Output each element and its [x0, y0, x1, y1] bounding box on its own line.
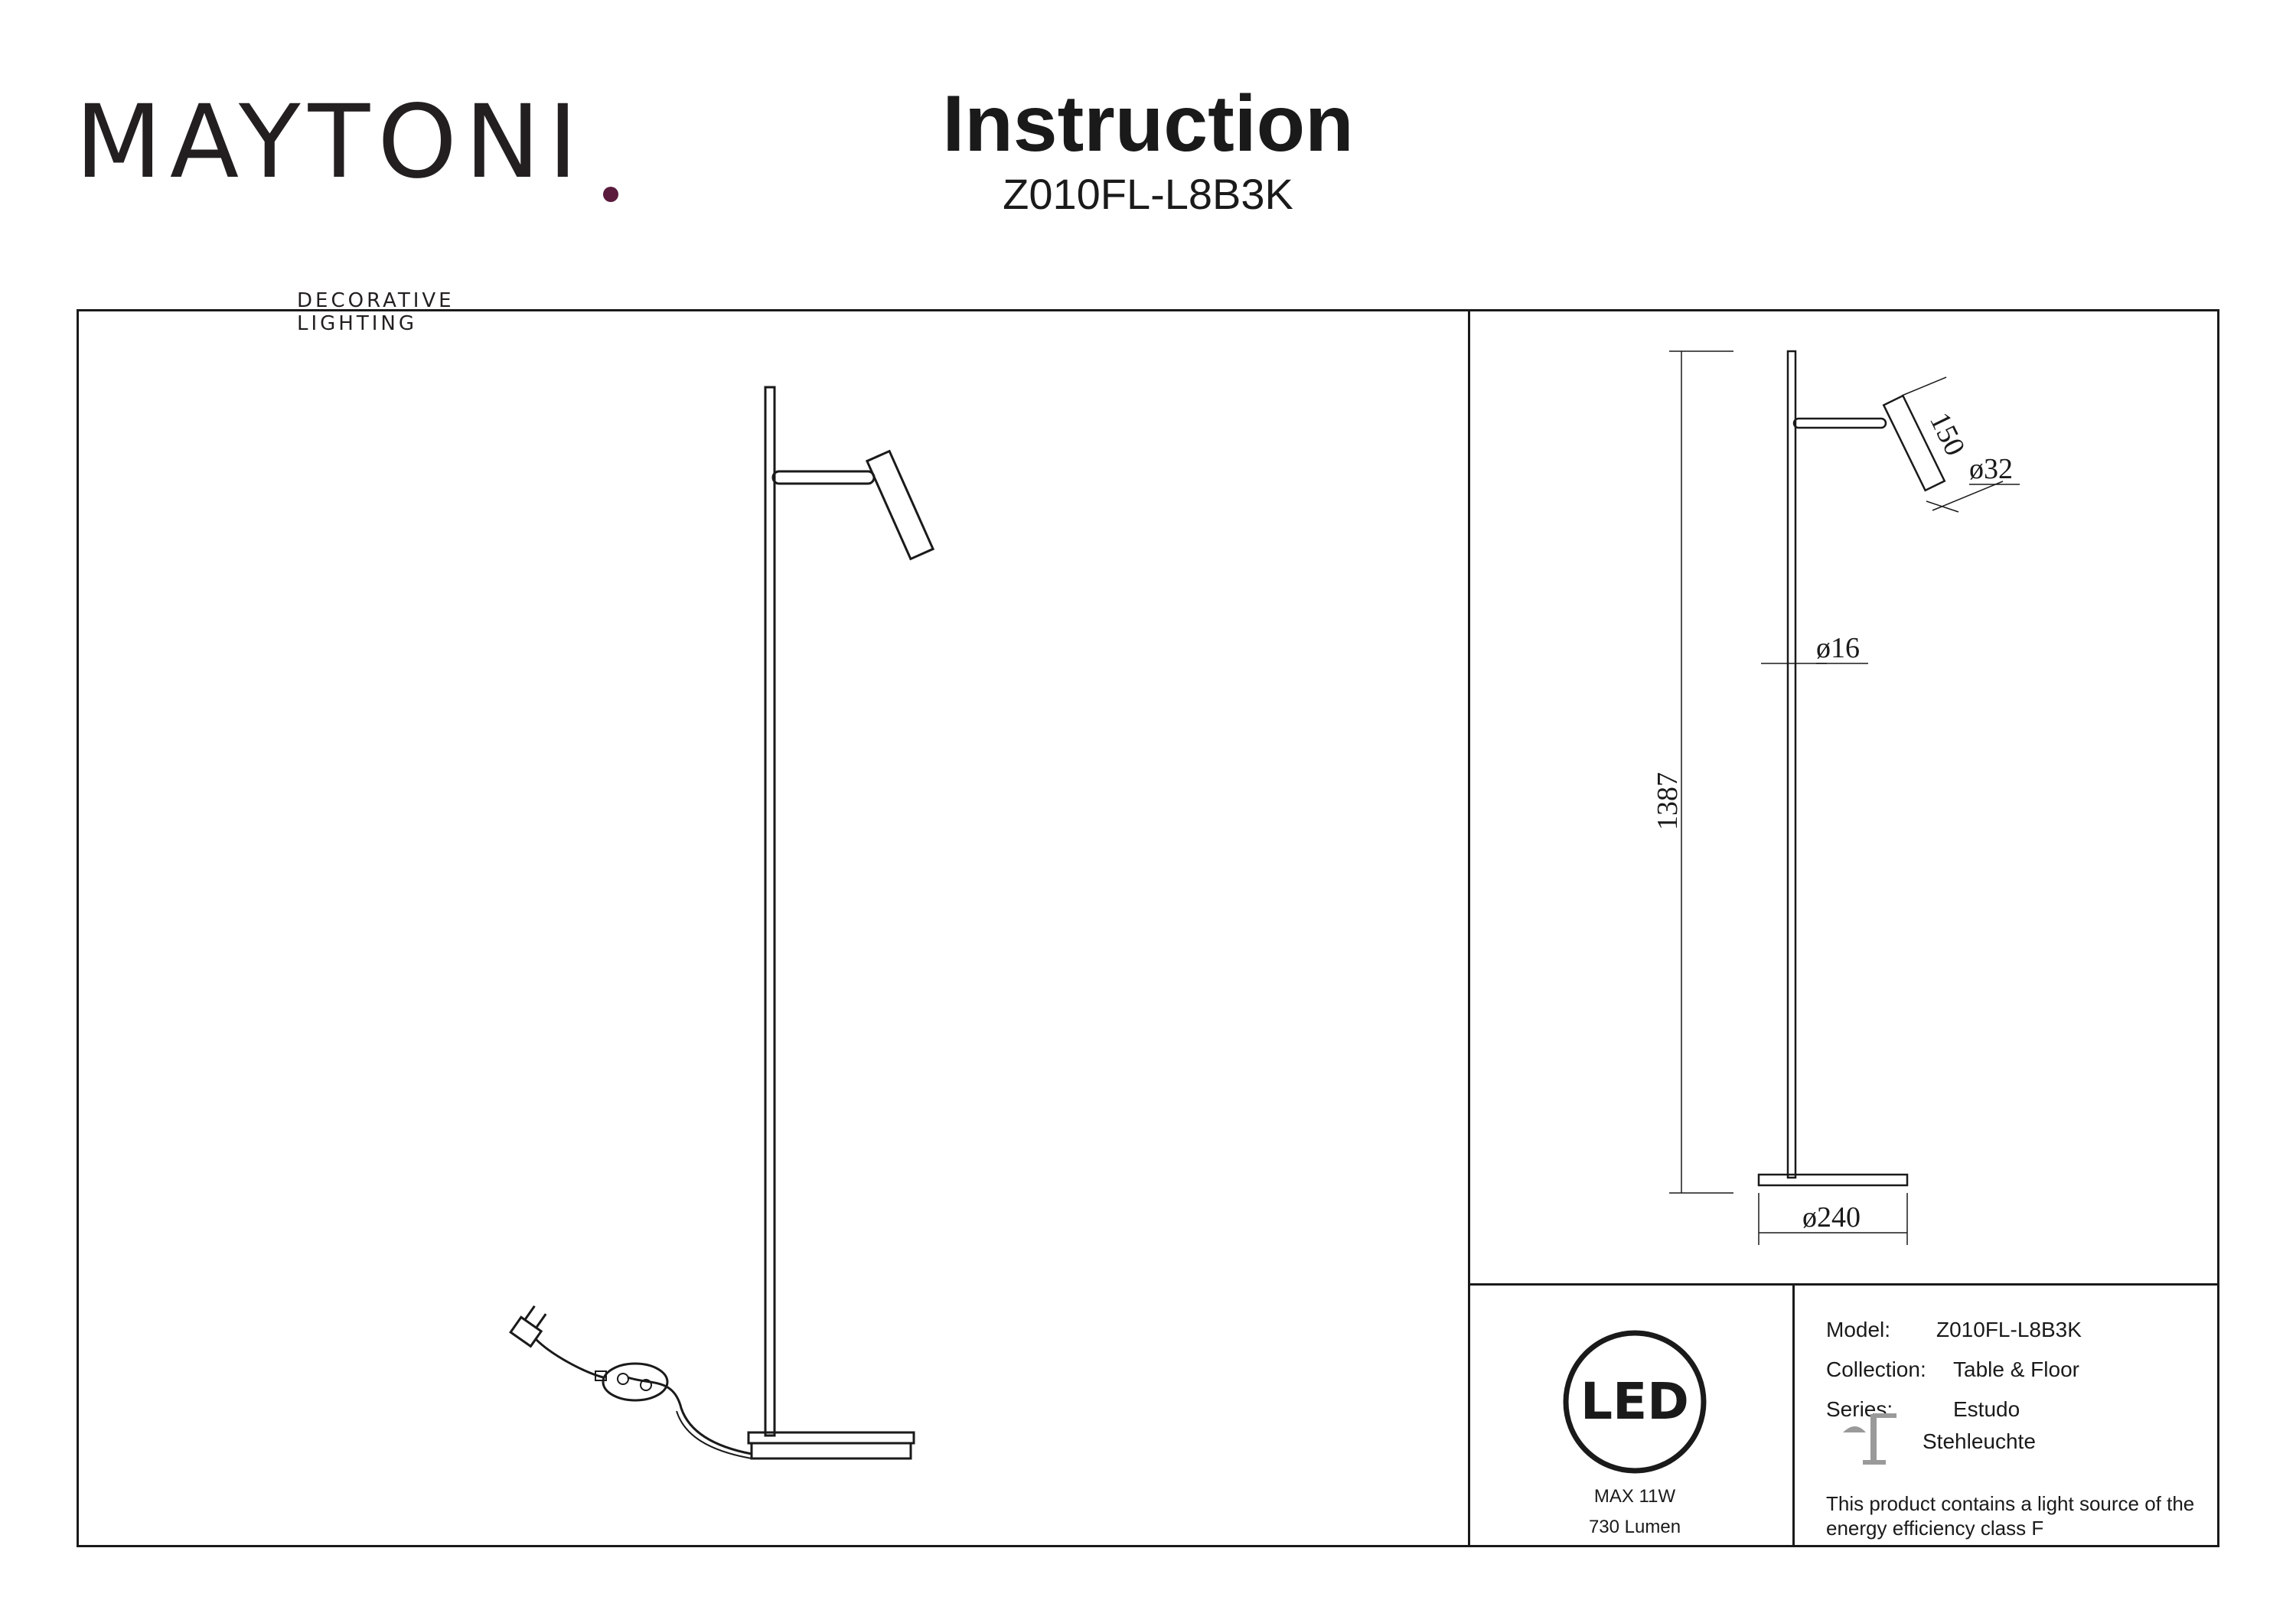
content-frame	[77, 309, 2219, 1547]
lamp-pole	[764, 386, 776, 1437]
brand-wordmark: MAYTONI	[75, 83, 585, 201]
power-cable	[627, 1376, 752, 1455]
series-value: Estudo	[1953, 1397, 2020, 1421]
type-value: Stehleuchte	[1923, 1429, 2036, 1453]
divider-main	[1468, 309, 1470, 1547]
inline-switch	[602, 1362, 669, 1402]
dim-base-diameter: ø240	[1802, 1201, 1861, 1234]
model-value: Z010FL-L8B3K	[1936, 1318, 2082, 1341]
energy-note-line1: This product contains a light source of …	[1826, 1492, 2195, 1515]
drawing-head	[1882, 394, 1946, 492]
drawing-pole	[1786, 350, 1797, 1179]
model-label: Model:	[1826, 1318, 1891, 1341]
floor-lamp-icon	[1843, 1413, 1896, 1465]
drawing-arm	[1792, 417, 1887, 429]
divider-spec-top	[1468, 1283, 2219, 1286]
brand-logo: MAYTONI DECORATIVE LIGHTING	[75, 92, 618, 335]
brand-tagline: DECORATIVE LIGHTING	[297, 289, 455, 335]
document-model: Z010FL-L8B3K	[1003, 170, 1293, 218]
led-max-power: MAX 11W	[1593, 1486, 1676, 1507]
led-badge-text: LED	[1580, 1372, 1689, 1431]
lamp-base-bottom	[750, 1442, 912, 1460]
lamp-head	[865, 449, 935, 561]
dim-pole-diameter: ø16	[1816, 632, 1860, 664]
led-lumen: 730 Lumen	[1588, 1517, 1681, 1537]
dim-head-diameter: ø32	[1969, 453, 2013, 485]
power-plug	[509, 1305, 547, 1348]
document-title: Instruction	[942, 80, 1354, 168]
lamp-arm	[771, 470, 876, 485]
collection-value: Table & Floor	[1953, 1357, 2079, 1381]
brand-dot	[603, 187, 618, 202]
led-badge: LED	[1563, 1330, 1707, 1474]
dim-height: 1387	[1652, 772, 1684, 830]
collection-label: Collection:	[1826, 1357, 1926, 1381]
divider-spec-mid	[1792, 1283, 1795, 1547]
energy-note-line2: energy efficiency class F	[1826, 1517, 2044, 1540]
technical-drawing: 1387 150 ø32 ø16 ø240	[1652, 350, 2020, 1245]
lamp-base-top	[747, 1431, 915, 1445]
product-illustration	[509, 386, 935, 1460]
drawing-base	[1757, 1173, 1909, 1187]
